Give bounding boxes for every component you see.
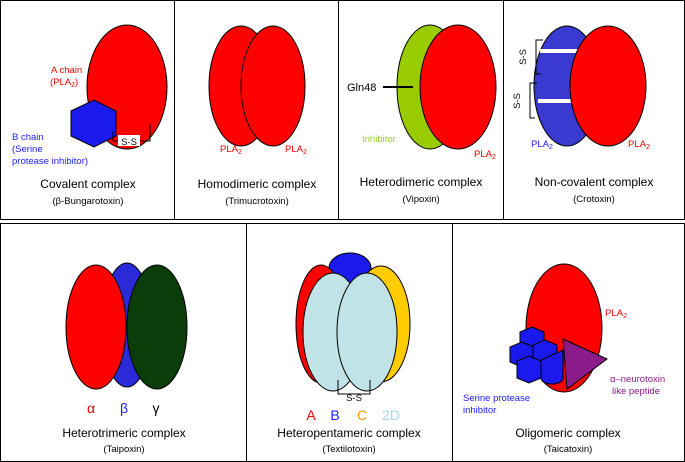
panel-title: Covalent complex (40, 177, 135, 191)
panel-heterotrimeric: α β γ Heterotrimeric complex (Taipoxin) (62, 262, 188, 455)
pla2-red-shape (569, 25, 647, 147)
neurotoxin-label: α–neurotoxin (610, 374, 665, 385)
pla2-label: PLA2 (474, 149, 496, 161)
panel-title: Heterotrimeric complex (62, 426, 185, 440)
panel-source: (Textilotoxin) (322, 444, 375, 455)
b-chain-label-2: (Serine (12, 144, 43, 155)
bond-label-bg (118, 135, 140, 146)
bond-label: S-S (121, 137, 137, 148)
serine-protease-inhibitor-shape (509, 326, 564, 385)
label-2d: 2D (382, 407, 400, 423)
bond-bracket-top (535, 39, 543, 75)
pla2-left-label: PLA2 (531, 139, 553, 151)
b-chain-shape (70, 99, 117, 148)
neurotoxin-label-2: like peptide (612, 386, 660, 397)
label-c: C (357, 407, 367, 423)
bond-bracket-bottom (529, 82, 537, 119)
neurotoxin-peptide-shape (562, 338, 608, 390)
alpha-label: α (87, 400, 95, 416)
pla2-right-shape (240, 25, 306, 147)
inhibitor-cylinder (540, 349, 564, 385)
alpha-subunit-shape (65, 264, 127, 390)
panel-title: Oligomeric complex (515, 426, 620, 440)
gamma-label: γ (153, 400, 160, 416)
panel-homodimeric: PLA2 PLA2 Homodimeric complex (Trimucrot… (198, 25, 317, 207)
pla2-shape (419, 24, 497, 150)
a-chain-label: A chain (51, 65, 82, 76)
inhibitor-label-2: inhibitor (463, 405, 496, 416)
panel-source: (Vipoxin) (402, 194, 439, 205)
label-a: A (306, 407, 316, 423)
b-chain-label: B chain (12, 132, 44, 143)
panel-source: (Taipoxin) (103, 444, 144, 455)
subunit-d2-shape (336, 272, 398, 392)
panel-title: Non-covalent complex (535, 175, 654, 189)
b-chain-label-3: protease inhibitor) (12, 156, 88, 167)
panel-covalent: S-S A chain (PLA2) B chain (Serine prote… (12, 24, 168, 207)
pla2-label: PLA2 (605, 308, 627, 320)
panel-source: (Crotoxin) (573, 194, 615, 205)
panel-source: (Trimucrotoxin) (225, 196, 289, 207)
pla2-left-label: PLA2 (220, 144, 242, 156)
pla2-right-label: PLA2 (628, 139, 650, 151)
panel-oligomeric: PLA2 Serine protease inhibitor α–neuroto… (463, 263, 665, 455)
label-b: B (330, 407, 339, 423)
panel-heteropentameric: S-S A B C 2D Heteropentameric complex (T… (277, 252, 421, 455)
pla2-right-label: PLA2 (285, 144, 307, 156)
panel-title: Heterodimeric complex (360, 175, 483, 189)
a-chain-sublabel: (PLA2) (50, 77, 78, 89)
bond-label-top: S-S (518, 49, 529, 65)
panel-noncovalent: S-S S-S PLA2 PLA2 Non-covalent complex (… (512, 25, 654, 205)
disulfide-bond-line (337, 380, 371, 395)
inhibitor-label: Inhibitor (362, 134, 396, 145)
panel-source: (Taicatoxin) (544, 444, 593, 455)
beta-label: β (120, 400, 128, 416)
bond-label: S-S (346, 393, 362, 404)
panel-heterodimeric: Gln48 Inhibitor PLA2 Heterodimeric compl… (347, 24, 497, 205)
inhibitor-label: Serine protease (463, 393, 530, 404)
panel-title: Heteropentameric complex (277, 426, 420, 440)
inhibitor-hex-4 (516, 355, 542, 384)
gamma-subunit-shape (126, 264, 188, 390)
residue-label: Gln48 (347, 82, 376, 94)
bond-label-bottom: S-S (512, 93, 523, 109)
panel-title: Homodimeric complex (198, 177, 317, 191)
panel-source: (β-Bungarotoxin) (53, 196, 124, 207)
